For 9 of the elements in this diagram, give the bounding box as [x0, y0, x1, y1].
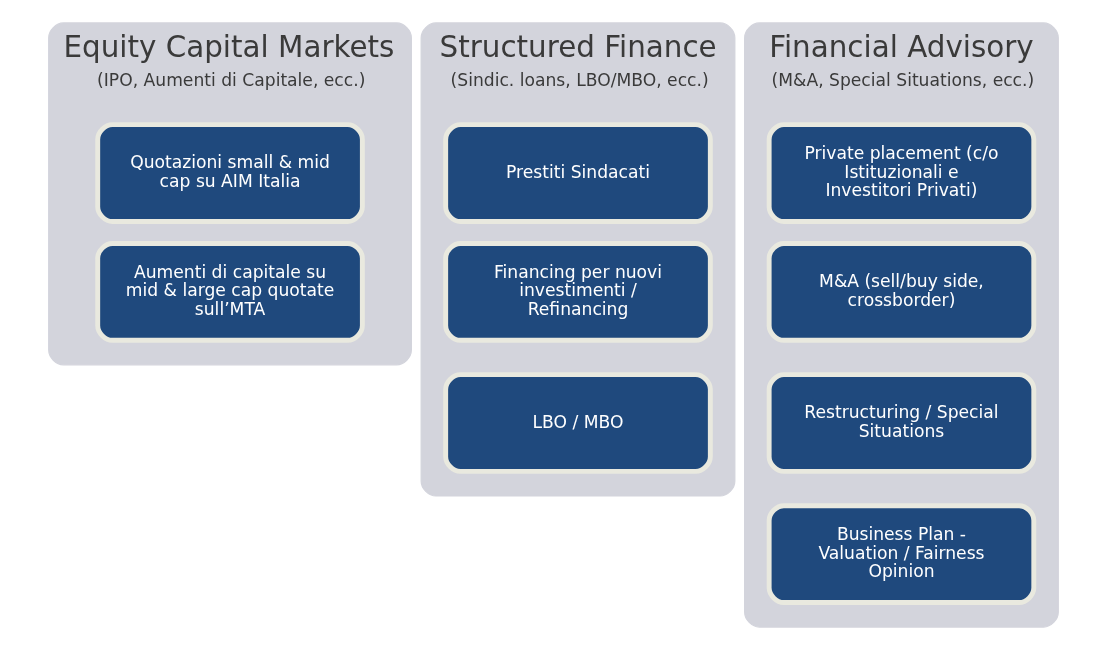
node-box: Aumenti di capitale su mid & large cap quotate sull’MTA	[94, 241, 365, 343]
node-box: Prestiti Sindacati	[442, 122, 713, 224]
node-box: Quotazioni small & mid cap su AIM Italia	[94, 122, 365, 224]
node-box: Restructuring / Special Situations	[766, 372, 1036, 474]
node-box: Private placement (c/o Istituzionali e Investitori Privati)	[766, 122, 1036, 224]
node-box: LBO / MBO	[442, 372, 713, 474]
node-box: Financing per nuovi investimenti / Refinancing	[442, 241, 713, 343]
node-box: M&A (sell/buy side, crossborder)	[766, 241, 1036, 343]
node-box: Business Plan - Valuation / Fairness Opinion	[766, 503, 1036, 605]
